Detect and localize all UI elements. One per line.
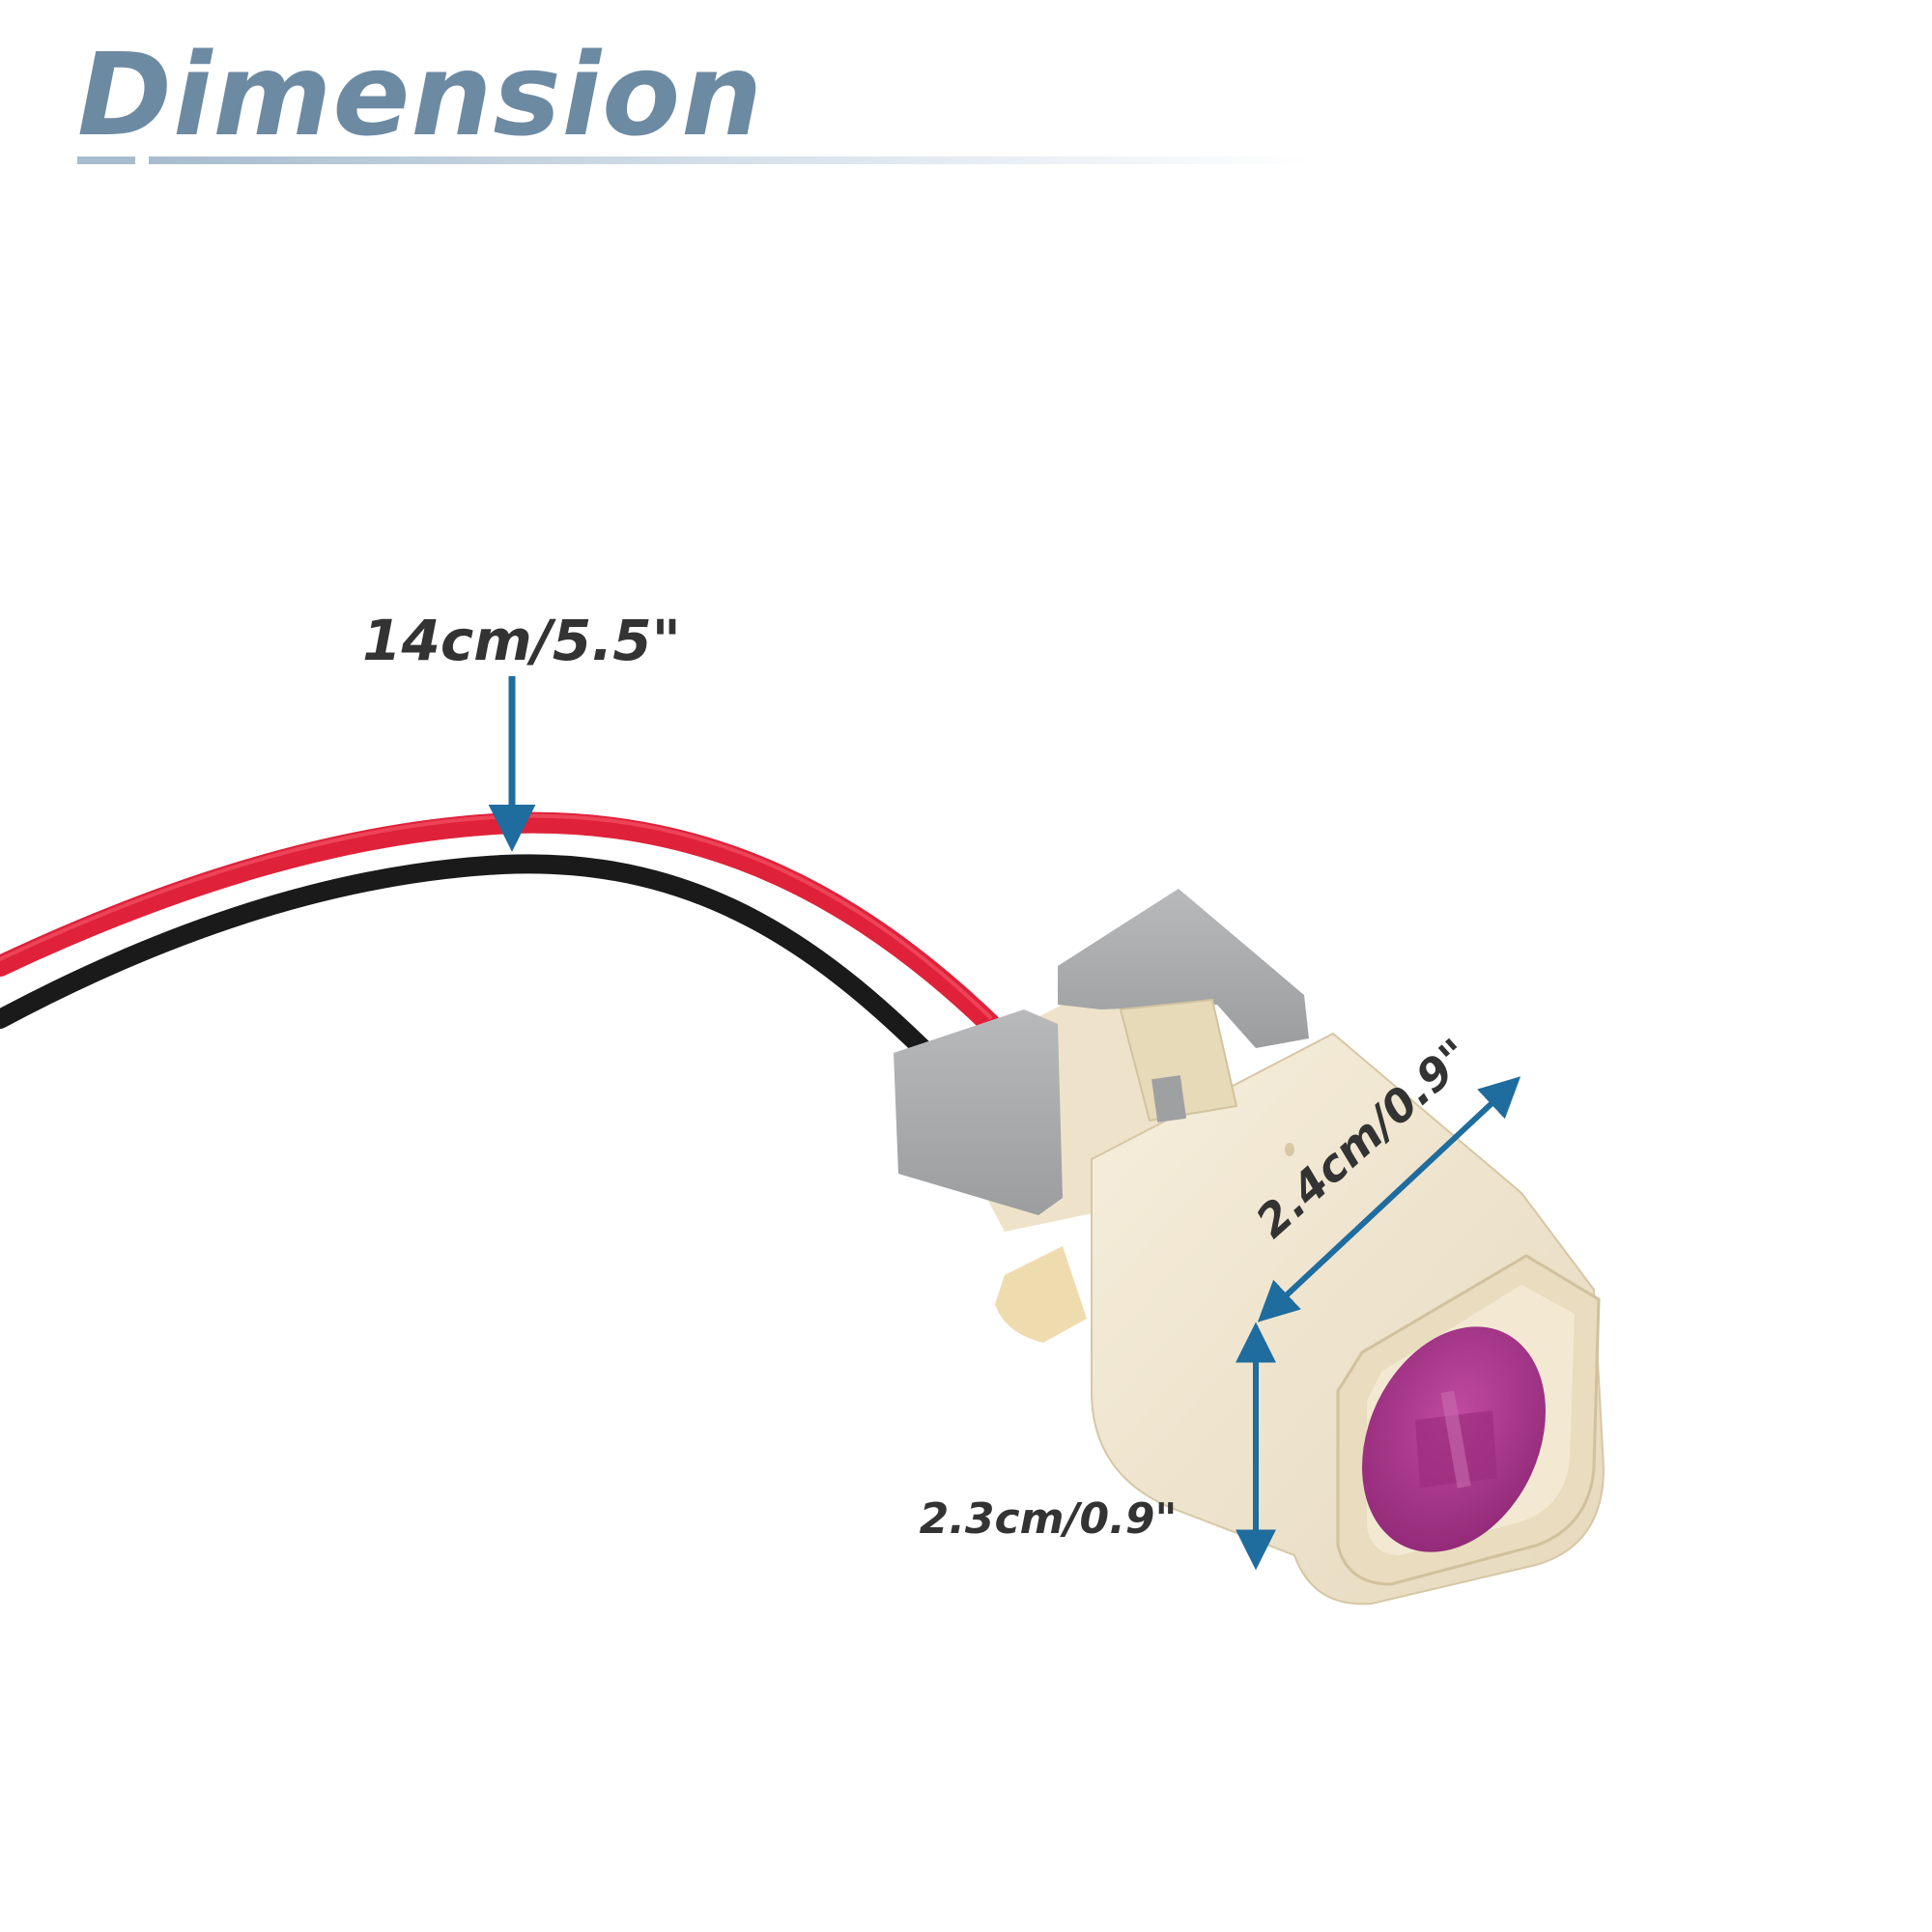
connector-length-arrow [1257,1076,1521,1322]
cable-length-label: 14cm/5.5" [362,608,681,673]
dimension-annotations [488,676,1521,1571]
title-underline [77,156,1314,164]
lock-tab [1151,1075,1187,1122]
page-title: Dimension [77,28,764,161]
black-wire [0,854,952,1077]
wire-harness [0,811,1001,1077]
red-wire [0,811,1001,1035]
gray-clip-rear [894,1009,1063,1215]
gray-clip-front [1058,889,1309,1048]
connector-height-label: 2.3cm/0.9" [920,1494,1178,1544]
